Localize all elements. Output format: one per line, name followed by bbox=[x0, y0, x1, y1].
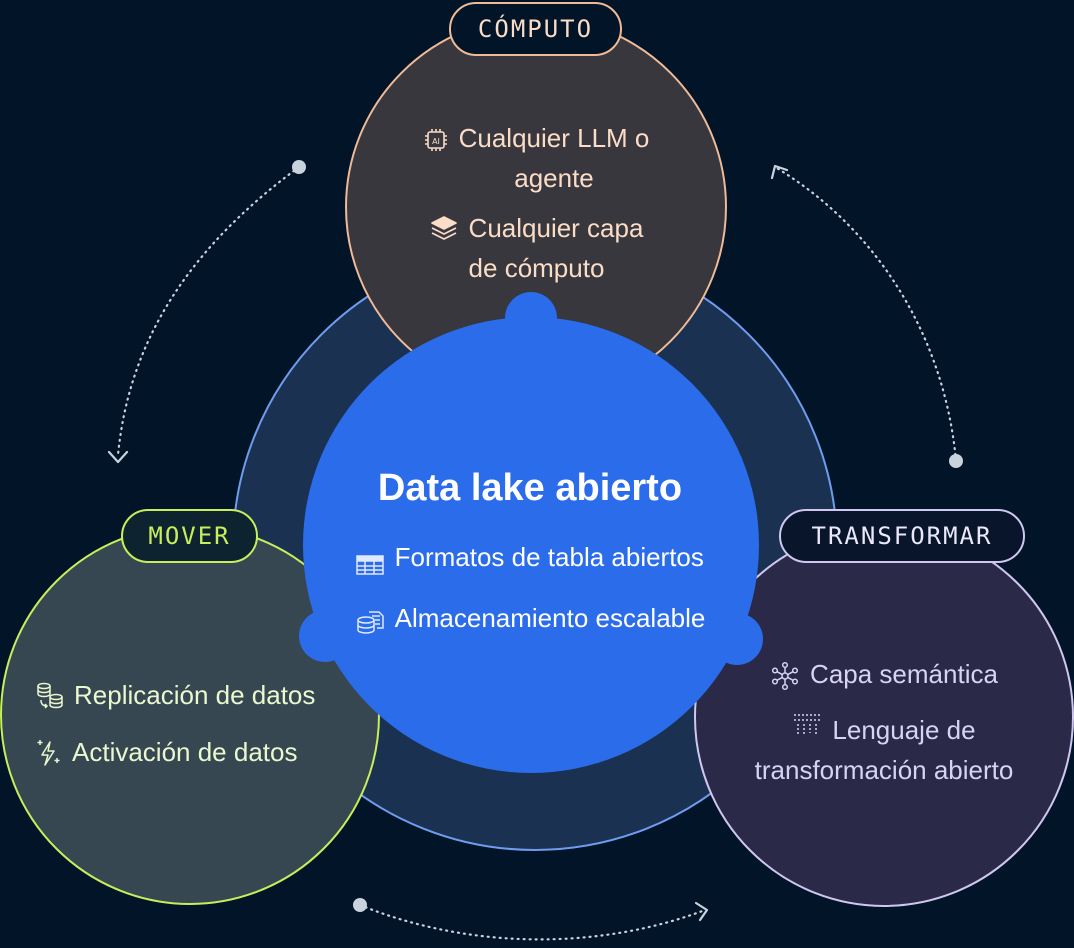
transform-item-language-line1: Lenguaje de bbox=[832, 715, 976, 745]
mover-item-activation-label: Activación de datos bbox=[72, 737, 298, 767]
arrow-mover-to-transform bbox=[358, 903, 707, 941]
layers-icon bbox=[429, 214, 459, 255]
arrow-transform-to-compute bbox=[773, 165, 958, 463]
transform-content: Capa semántica Lenguaje de transformació… bbox=[712, 652, 1056, 790]
compute-item-layer-line1: Cualquier capa bbox=[468, 213, 644, 243]
compute-item-layer: Cualquier capa de cómputo bbox=[376, 208, 696, 288]
core-item-formats-label: Formatos de tabla abiertos bbox=[394, 542, 704, 572]
transform-tag-label: TRANSFORMAR bbox=[811, 522, 993, 550]
transform-item-language-line2: transformación abierto bbox=[754, 755, 1014, 785]
compute-item-layer-line2: de cómputo bbox=[468, 253, 605, 283]
database-replication-icon bbox=[36, 681, 64, 723]
core-item-storage-label: Almacenamiento escalable bbox=[394, 603, 706, 633]
compute-tag: CÓMPUTO bbox=[449, 2, 622, 56]
ai-chip-icon: AI bbox=[423, 124, 449, 164]
arrow-dots bbox=[292, 160, 963, 912]
mover-item-replication: Replicación de datos bbox=[20, 674, 360, 723]
compute-tag-label: CÓMPUTO bbox=[477, 15, 594, 43]
storage-icon bbox=[355, 603, 385, 651]
arrowhead-compute bbox=[770, 164, 789, 180]
table-icon bbox=[355, 544, 385, 592]
transform-tag: TRANSFORMAR bbox=[779, 509, 1025, 563]
arrowhead-mover bbox=[107, 450, 129, 464]
arrowheads bbox=[107, 164, 789, 922]
core-title: Data lake abierto bbox=[377, 467, 683, 509]
mover-content: Replicación de datos Activación de datos bbox=[20, 674, 360, 780]
core-circle bbox=[299, 292, 763, 773]
svg-text:AI: AI bbox=[432, 137, 440, 146]
mover-item-activation: Activación de datos bbox=[20, 731, 360, 780]
core-item-formats: Formatos de tabla abiertos bbox=[355, 533, 706, 592]
arrowhead-transform bbox=[694, 901, 709, 922]
mover-tag-label: MOVER bbox=[148, 522, 231, 550]
cycle-arrows bbox=[116, 165, 958, 941]
transform-item-semantic: Capa semántica bbox=[712, 652, 1056, 704]
semantic-network-icon bbox=[770, 660, 800, 704]
mover-tag: MOVER bbox=[121, 509, 258, 563]
core-content: Data lake abierto Formatos de tabla abie… bbox=[320, 463, 740, 651]
transform-item-language: Lenguaje de transformación abierto bbox=[712, 710, 1056, 790]
compute-item-llm: AI Cualquier LLM o agente bbox=[376, 118, 696, 198]
mover-item-replication-label: Replicación de datos bbox=[74, 680, 316, 710]
transform-item-semantic-label: Capa semántica bbox=[810, 659, 998, 689]
compute-item-llm-line1: Cualquier LLM o bbox=[458, 123, 650, 153]
transformation-grid-icon bbox=[792, 710, 822, 750]
core-item-storage: Almacenamiento escalable bbox=[355, 594, 706, 651]
arrow-compute-to-mover bbox=[116, 165, 301, 457]
compute-content: AI Cualquier LLM o agente Cualquier capa… bbox=[376, 118, 696, 288]
lightning-sparkle-icon bbox=[36, 738, 62, 780]
compute-item-llm-line2: agente bbox=[514, 163, 594, 193]
